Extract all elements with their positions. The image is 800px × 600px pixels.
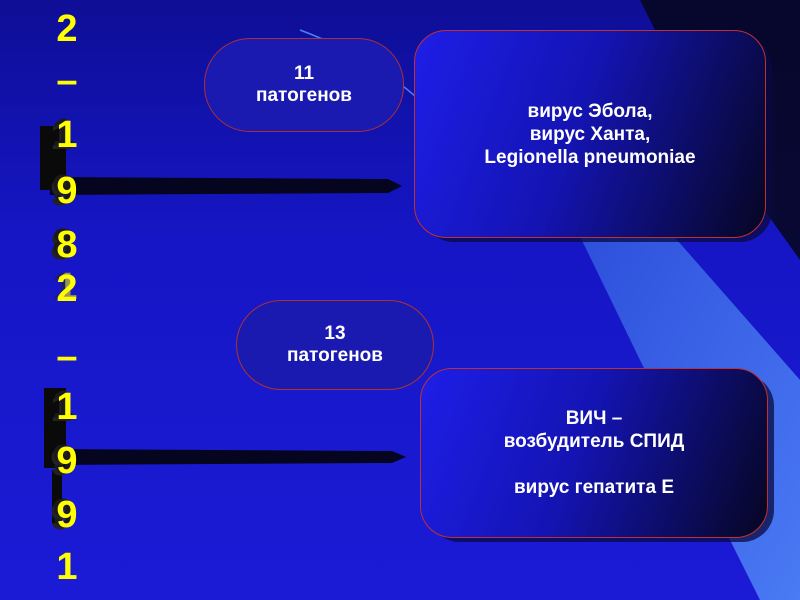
- year-digit: 8: [56, 224, 78, 266]
- year-digit: 1: [56, 546, 78, 588]
- digit-shadow-block-3: [52, 470, 62, 524]
- year-digit: 1: [56, 114, 78, 156]
- pathogen-line: Legionella pneumoniae: [484, 146, 696, 168]
- year-digit: 2: [56, 8, 78, 50]
- pathogen-count-badge-2: 13 патогенов: [236, 300, 434, 390]
- year-digit: –: [56, 336, 78, 378]
- year-digit: 9: [56, 170, 78, 212]
- pathogen-line: вирус Эбола,: [527, 100, 653, 122]
- year-digit: 9: [56, 494, 78, 536]
- count-word: патогенов: [287, 345, 383, 366]
- pathogen-line: вирус Ханта,: [529, 123, 651, 145]
- count-number: 11: [293, 63, 315, 84]
- pathogen-count-badge-1: 11 патогенов: [204, 38, 404, 132]
- digit-shadow-block-1: [40, 126, 66, 190]
- digit-shadow-block-2: [44, 388, 66, 468]
- count-number: 13: [324, 323, 346, 344]
- year-digit: 2: [56, 268, 78, 310]
- pathogen-list-box-2: ВИЧ – возбудитель СПИД вирус гепатита Е: [420, 368, 768, 538]
- count-word: патогенов: [256, 85, 352, 106]
- arrow-bottom-icon: [50, 449, 406, 465]
- year-digit: 1: [56, 386, 78, 428]
- year-digit: 9: [56, 440, 78, 482]
- pathogen-line: вирус гепатита Е: [514, 477, 674, 498]
- pathogen-list-box-1: вирус Эбола, вирус Ханта, Legionella pne…: [414, 30, 766, 238]
- year-digit: 1: [56, 266, 78, 308]
- year-digit: –: [56, 60, 78, 102]
- arrow-top-icon: [50, 177, 402, 195]
- pathogen-line: возбудитель СПИД: [503, 431, 685, 452]
- pathogen-line: ВИЧ –: [565, 408, 623, 429]
